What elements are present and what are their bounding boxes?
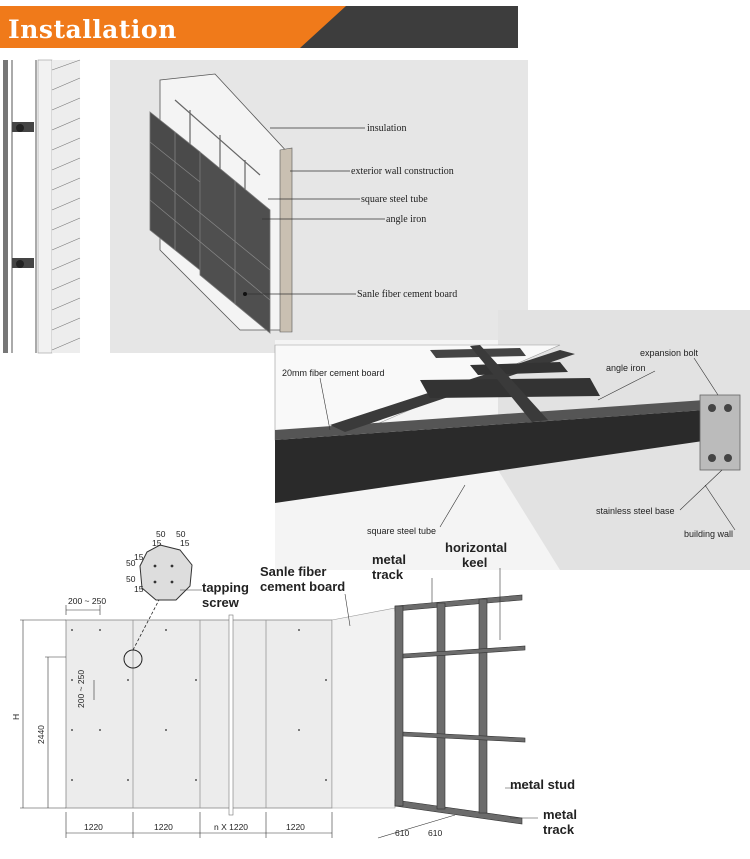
dim-edge-side: 200 ~ 250: [76, 670, 86, 708]
label-stainless-base: stainless steel base: [596, 506, 675, 516]
label-metal-stud: metal stud: [510, 777, 575, 792]
label-square-steel-tube-2: square steel tube: [367, 526, 436, 536]
label-angle-iron-2: angle iron: [606, 363, 646, 373]
label-metal-track-top-1: metal: [372, 552, 406, 567]
dim-width-3: n X 1220: [214, 822, 248, 832]
dim-width-2: 1220: [154, 822, 173, 832]
label-sanle-fiber: Sanle fiber: [260, 564, 326, 579]
partition-wall-diagram: 50 50 15 15 50 50 15 15 tapping screw Sa…: [11, 529, 577, 839]
dim-50a: 50: [156, 529, 166, 539]
label-keel: keel: [462, 555, 487, 570]
facade-diagram: insulation exterior wall construction sq…: [110, 60, 528, 353]
label-fiber-cement-board: Sanle fiber cement board: [357, 289, 457, 300]
page-title: Installation: [8, 15, 177, 44]
dim-width-4: 1220: [286, 822, 305, 832]
label-angle-iron: angle iron: [386, 214, 426, 225]
dim-50c: 50: [126, 558, 136, 568]
dim-height-h: H: [11, 714, 21, 720]
label-metal-track-top-2: track: [372, 567, 404, 582]
dim-50d: 50: [126, 574, 136, 584]
label-expansion-bolt: expansion bolt: [640, 348, 699, 358]
dim-edge-top: 200 ~ 250: [68, 596, 106, 606]
dim-height-2440: 2440: [36, 725, 46, 744]
label-metal-track-bottom-2: track: [543, 822, 575, 837]
steel-frame-diagram: expansion bolt angle iron 20mm fiber cem…: [274, 310, 750, 570]
label-tapping: tapping: [202, 580, 249, 595]
label-insulation: insulation: [367, 123, 406, 134]
dim-15d: 15: [134, 584, 144, 594]
banner-shape: [0, 6, 518, 48]
section-banner: Installation: [0, 6, 518, 48]
dim-spacing-1: 610: [395, 828, 409, 838]
dim-15a: 15: [152, 538, 162, 548]
label-metal-track-bottom-1: metal: [543, 807, 577, 822]
wall-section-drawing: [2, 58, 82, 354]
label-cement-board: cement board: [260, 579, 345, 594]
label-square-steel-tube: square steel tube: [361, 194, 428, 205]
dim-width-1: 1220: [84, 822, 103, 832]
label-horizontal: horizontal: [445, 540, 507, 555]
dim-15b: 15: [180, 538, 190, 548]
dim-15c: 15: [134, 552, 144, 562]
dim-50b: 50: [176, 529, 186, 539]
label-screw: screw: [202, 595, 240, 610]
dim-spacing-2: 610: [428, 828, 442, 838]
label-20mm-board: 20mm fiber cement board: [282, 368, 385, 378]
label-exterior-wall: exterior wall construction: [351, 166, 454, 177]
label-building-wall: building wall: [684, 529, 733, 539]
